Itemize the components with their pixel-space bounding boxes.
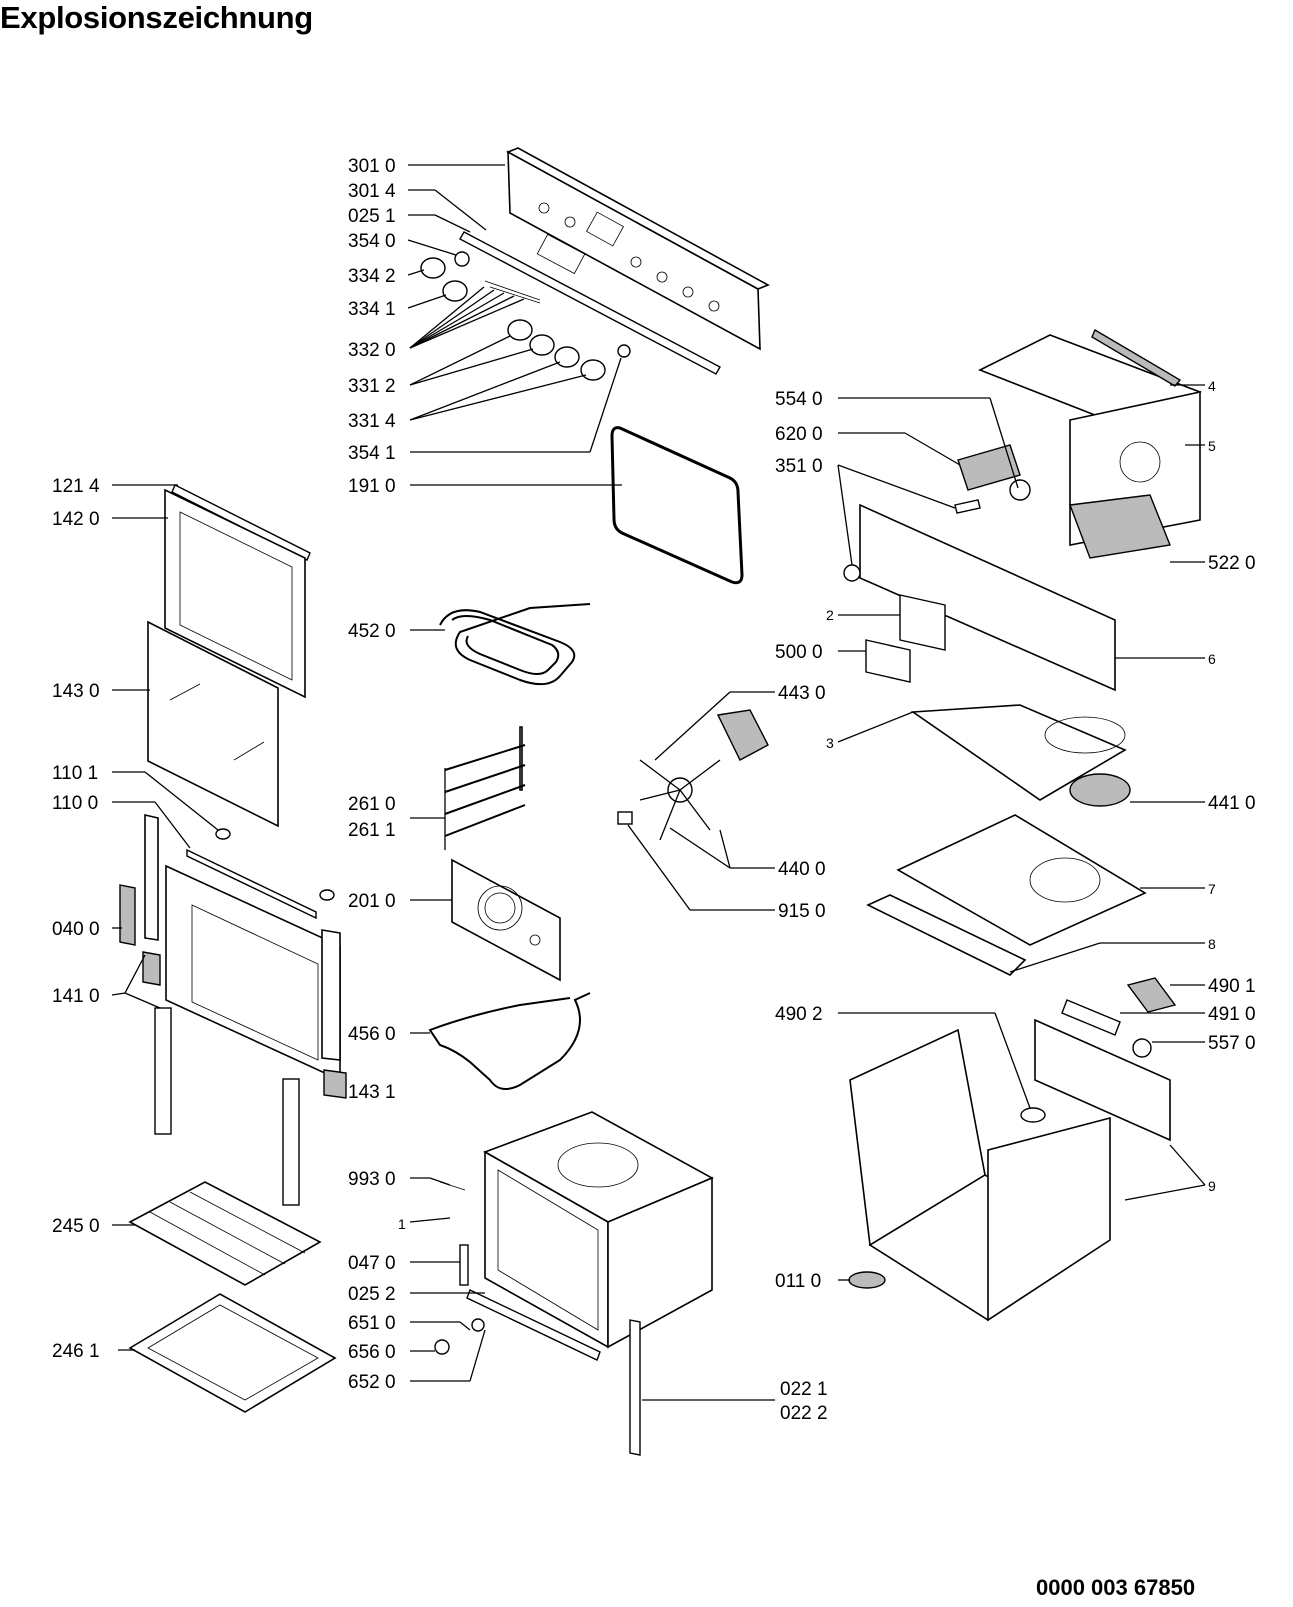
label-334-1: 334 1 bbox=[348, 299, 396, 320]
label-022-2: 022 2 bbox=[780, 1403, 828, 1424]
label-440-0: 440 0 bbox=[778, 859, 826, 880]
door-assembly bbox=[119, 813, 347, 1206]
label-331-4: 331 4 bbox=[348, 411, 396, 432]
label-011-0: 011 0 bbox=[775, 1271, 821, 1292]
oven-outer-body bbox=[848, 1018, 1171, 1322]
label-110-1: 110 1 bbox=[52, 763, 98, 784]
label-6: 6 bbox=[1208, 651, 1216, 667]
label-261-0: 261 0 bbox=[348, 794, 396, 815]
label-301-0: 301 0 bbox=[348, 156, 396, 177]
label-8: 8 bbox=[1208, 936, 1216, 952]
label-490-1: 490 1 bbox=[1208, 976, 1256, 997]
panel-rail bbox=[459, 231, 721, 375]
grill-heating-element bbox=[439, 603, 591, 686]
electronic-modules bbox=[843, 444, 1171, 692]
label-443-0: 443 0 bbox=[778, 683, 826, 704]
label-500-0: 500 0 bbox=[775, 642, 823, 663]
label-143-1: 143 1 bbox=[348, 1082, 396, 1103]
label-143-0: 143 0 bbox=[52, 681, 100, 702]
label-351-0: 351 0 bbox=[775, 456, 823, 477]
control-knobs bbox=[420, 251, 631, 381]
label-245-0: 245 0 bbox=[52, 1216, 100, 1237]
label-9: 9 bbox=[1208, 1178, 1216, 1194]
label-040-0: 040 0 bbox=[52, 919, 100, 940]
label-022-1: 022 1 bbox=[780, 1379, 828, 1400]
rear-fan-cover bbox=[451, 858, 561, 982]
label-141-0: 141 0 bbox=[52, 986, 100, 1007]
label-354-0: 354 0 bbox=[348, 231, 396, 252]
label-047-0: 047 0 bbox=[348, 1253, 396, 1274]
door-top-strip bbox=[171, 484, 311, 561]
label-651-0: 651 0 bbox=[348, 1313, 396, 1334]
label-301-4: 301 4 bbox=[348, 181, 396, 202]
label-110-0: 110 0 bbox=[52, 793, 98, 814]
label-025-1: 025 1 bbox=[348, 206, 396, 227]
label-441-0: 441 0 bbox=[1208, 793, 1256, 814]
label-656-0: 656 0 bbox=[348, 1342, 396, 1363]
label-456-0: 456 0 bbox=[348, 1024, 396, 1045]
convection-fan bbox=[617, 709, 769, 841]
door-gasket bbox=[610, 426, 744, 585]
label-7: 7 bbox=[1208, 881, 1216, 897]
label-025-2: 025 2 bbox=[348, 1284, 396, 1305]
label-491-0: 491 0 bbox=[1208, 1004, 1256, 1025]
oven-cavity bbox=[434, 1111, 714, 1456]
part-labels: 301 0 301 4 025 1 354 0 334 2 334 1 332 … bbox=[52, 156, 1256, 1424]
label-332-0: 332 0 bbox=[348, 340, 396, 361]
door-outer-frame bbox=[164, 488, 306, 699]
shelf-supports bbox=[444, 726, 526, 850]
bottom-heating-element bbox=[428, 992, 591, 1090]
leader-lines bbox=[111, 164, 1206, 1401]
label-915-0: 915 0 bbox=[778, 901, 826, 922]
cavity-plates bbox=[866, 704, 1147, 976]
label-3: 3 bbox=[826, 735, 834, 751]
label-4: 4 bbox=[1208, 378, 1216, 394]
label-1: 1 bbox=[398, 1216, 406, 1232]
label-652-0: 652 0 bbox=[348, 1372, 396, 1393]
label-201-0: 201 0 bbox=[348, 891, 396, 912]
label-334-2: 334 2 bbox=[348, 266, 396, 287]
label-993-0: 993 0 bbox=[348, 1169, 396, 1190]
wire-shelf bbox=[128, 1181, 322, 1286]
label-452-0: 452 0 bbox=[348, 621, 396, 642]
document-number: 0000 003 67850 bbox=[1036, 1575, 1196, 1600]
label-5: 5 bbox=[1208, 438, 1216, 454]
label-522-0: 522 0 bbox=[1208, 553, 1256, 574]
label-246-1: 246 1 bbox=[52, 1341, 100, 1362]
door-inner-glass bbox=[147, 620, 279, 828]
label-354-1: 354 1 bbox=[348, 443, 396, 464]
label-554-0: 554 0 bbox=[775, 389, 823, 410]
label-490-2: 490 2 bbox=[775, 1004, 823, 1025]
label-142-0: 142 0 bbox=[52, 509, 100, 530]
label-261-1: 261 1 bbox=[348, 820, 396, 841]
label-2: 2 bbox=[826, 607, 834, 623]
label-557-0: 557 0 bbox=[1208, 1033, 1256, 1054]
diagram-title: Explosionszeichnung bbox=[0, 0, 313, 35]
label-331-2: 331 2 bbox=[348, 376, 396, 397]
label-121-4: 121 4 bbox=[52, 476, 100, 497]
control-panel bbox=[506, 147, 770, 351]
label-620-0: 620 0 bbox=[775, 424, 823, 445]
label-191-0: 191 0 bbox=[348, 476, 396, 497]
terminal-parts bbox=[1061, 977, 1177, 1058]
baking-tray bbox=[128, 1293, 337, 1413]
